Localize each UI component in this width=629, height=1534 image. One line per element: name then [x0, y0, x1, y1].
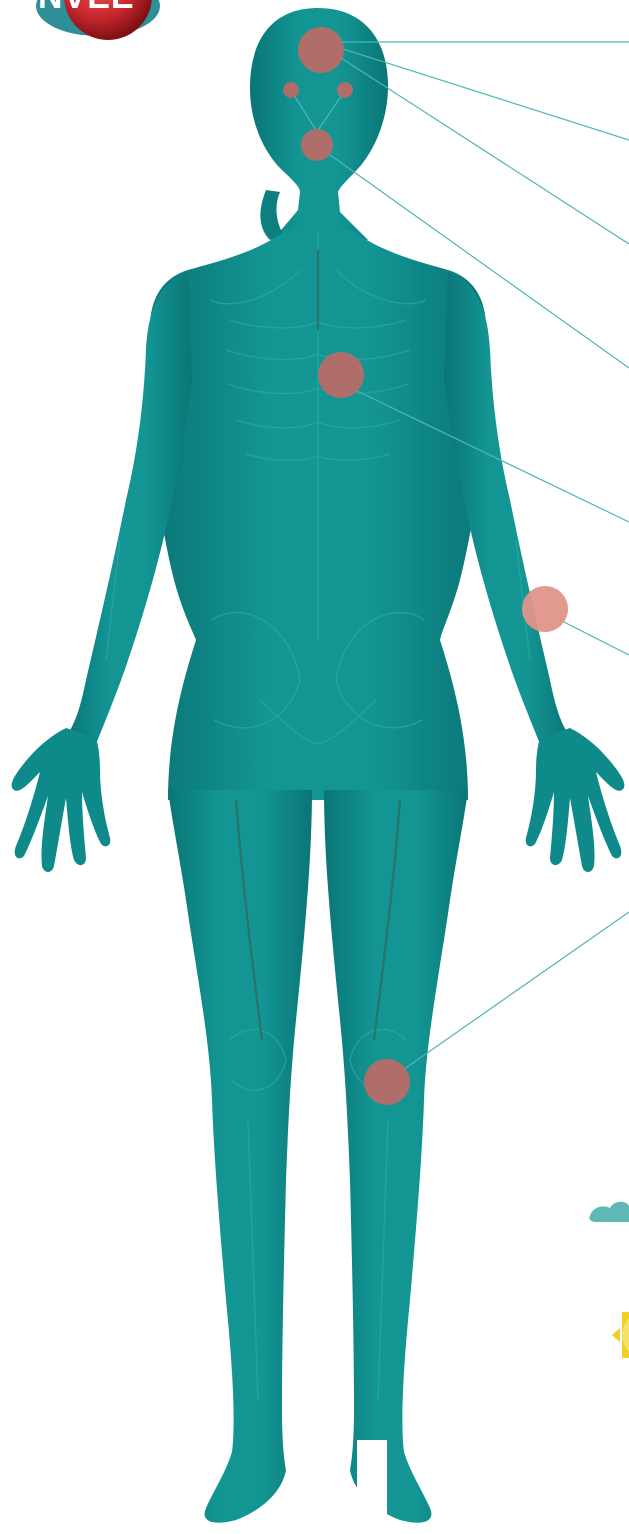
sun-icon — [612, 1312, 629, 1358]
human-body-icon — [12, 8, 625, 1534]
marker-right-eye[interactable] — [337, 82, 353, 98]
marker-knee[interactable] — [364, 1059, 410, 1105]
cloud-icon — [589, 1202, 629, 1222]
marker-mouth[interactable] — [301, 129, 333, 161]
marker-wrist[interactable] — [522, 586, 568, 632]
logo-text: NVEE — [38, 0, 135, 16]
marker-chest[interactable] — [318, 352, 364, 398]
feet-gap — [357, 1440, 387, 1534]
marker-left-eye[interactable] — [283, 82, 299, 98]
ponytail — [260, 190, 284, 240]
marker-forehead[interactable] — [298, 27, 344, 73]
left-hand — [12, 728, 111, 872]
left-leg — [168, 790, 312, 1523]
brand-logo: NVEE — [36, 0, 160, 40]
right-leg — [324, 790, 468, 1523]
right-hand — [526, 728, 625, 872]
